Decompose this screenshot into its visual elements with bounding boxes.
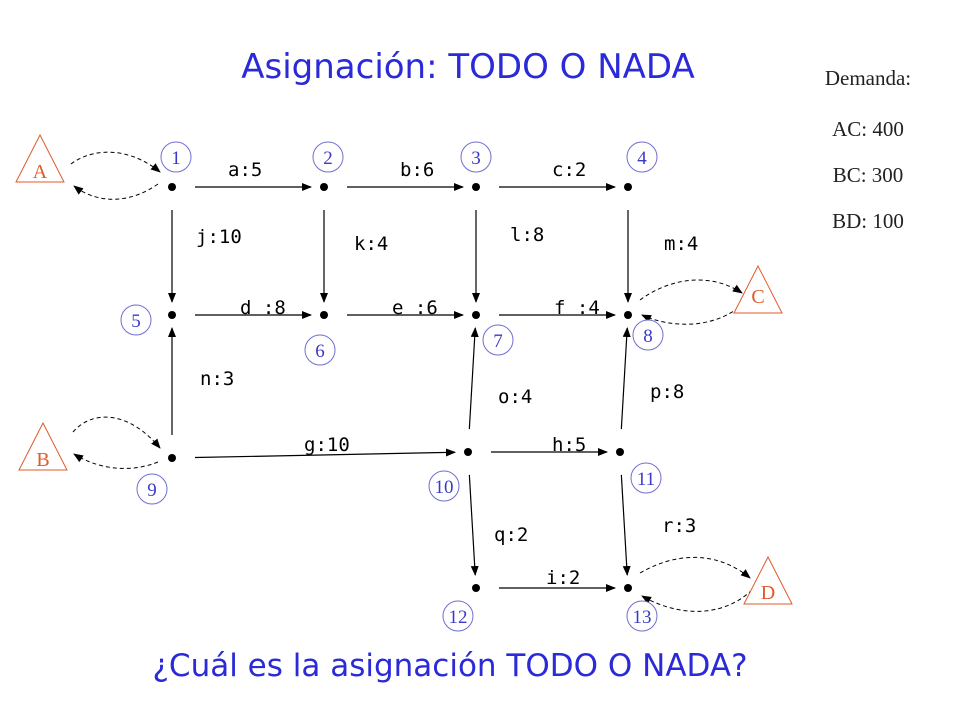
node-4	[624, 183, 632, 191]
node-12	[472, 584, 480, 592]
edge-label: j:10	[196, 226, 242, 248]
node-number: 4	[637, 148, 647, 169]
node-number-circle	[120, 304, 152, 336]
edge-label: l:8	[510, 224, 544, 246]
node-number: 1	[171, 148, 181, 169]
node-number: 13	[633, 607, 652, 628]
node-number-circle	[630, 462, 662, 494]
node-number-circle	[626, 141, 658, 173]
edge-11-13	[620, 474, 631, 577]
edge-label: h:5	[552, 434, 586, 456]
node-number: 11	[637, 469, 655, 490]
demand-panel: Demanda: AC: 400 BC: 300 BD: 100	[825, 66, 911, 233]
edge-label: q:2	[494, 524, 528, 546]
edge-label: a:5	[228, 159, 262, 181]
zone-label: D	[761, 582, 775, 604]
zone-connector-out	[639, 279, 743, 301]
node-number-circle	[632, 319, 664, 351]
node-5	[168, 311, 176, 319]
page-title: Asignación: TODO O NADA	[241, 47, 695, 87]
edge-label: e :6	[392, 297, 438, 319]
node-10	[464, 448, 472, 456]
demand-item: AC: 400	[832, 117, 904, 141]
edge-11-8	[620, 326, 631, 430]
zone-connector-in	[641, 302, 745, 325]
node-13	[624, 584, 632, 592]
node-6	[320, 311, 328, 319]
edges: a:5 b:6 c:2 j:10 k:4 l:8 m:4 d :8 e :6 f :4 n:3 o:4…	[168, 159, 698, 592]
demand-item: BD: 100	[832, 209, 904, 233]
edge-label: m:4	[664, 233, 698, 255]
question-text: ¿Cuál es la asignación TODO O NADA?	[152, 648, 747, 684]
edge-label: n:3	[200, 368, 234, 390]
edge-label: d :8	[240, 297, 286, 319]
node-number-circle	[312, 141, 344, 173]
demand-item: BC: 300	[833, 163, 904, 187]
node-number-circle	[482, 324, 514, 356]
node-number: 7	[493, 331, 503, 352]
edge-label: r:3	[662, 515, 696, 537]
node-number-circle	[428, 470, 460, 502]
node-number-circle	[160, 141, 192, 173]
node-1	[168, 183, 176, 191]
zone-triangle-d	[743, 555, 793, 605]
node-number: 2	[323, 148, 333, 169]
node-number: 6	[315, 341, 325, 362]
zone-connector-out	[70, 151, 161, 173]
node-7	[472, 311, 480, 319]
edge-label: b:6	[400, 159, 434, 181]
demand-heading: Demanda:	[825, 66, 911, 90]
edge-label: g:10	[304, 434, 350, 456]
zone-triangle-a	[15, 133, 65, 183]
zone-connectors	[70, 151, 753, 612]
edge-label: i:2	[546, 567, 580, 589]
zone-triangle-b	[18, 421, 68, 471]
zone-connector-in	[73, 183, 159, 200]
node-number-circle	[460, 141, 492, 173]
node-8	[624, 311, 632, 319]
zone-connector-out	[72, 416, 161, 449]
node-number-circle	[136, 473, 168, 505]
edge-10-7	[468, 326, 479, 430]
node-number-circle	[442, 600, 474, 632]
zone-label: C	[751, 286, 764, 308]
node-11	[616, 448, 624, 456]
zone-connector-in	[73, 453, 159, 469]
zone-label: A	[33, 161, 48, 183]
zone-triangle-c	[733, 264, 783, 314]
edge-label: c:2	[552, 159, 586, 181]
node-number: 12	[449, 607, 468, 628]
edge-9-10	[194, 448, 457, 459]
zone-label: B	[36, 449, 49, 471]
node-number: 5	[131, 311, 141, 332]
edge-label: p:8	[650, 381, 684, 403]
node-3	[472, 183, 480, 191]
node-number: 9	[147, 480, 157, 501]
node-number: 8	[643, 326, 653, 347]
edge-10-12	[468, 474, 479, 577]
node-number-circle	[626, 600, 658, 632]
node-9	[168, 454, 176, 462]
zone-connector-in	[641, 589, 753, 612]
edge-label: o:4	[498, 386, 532, 408]
edge-label: k:4	[354, 233, 388, 255]
node-number: 10	[435, 477, 454, 498]
node-2	[320, 183, 328, 191]
zone-connector-out	[639, 557, 751, 579]
node-number-circle	[304, 334, 336, 366]
zones: A B C D	[15, 133, 793, 605]
edge-label: f :4	[554, 297, 600, 319]
node-number: 3	[471, 148, 481, 169]
